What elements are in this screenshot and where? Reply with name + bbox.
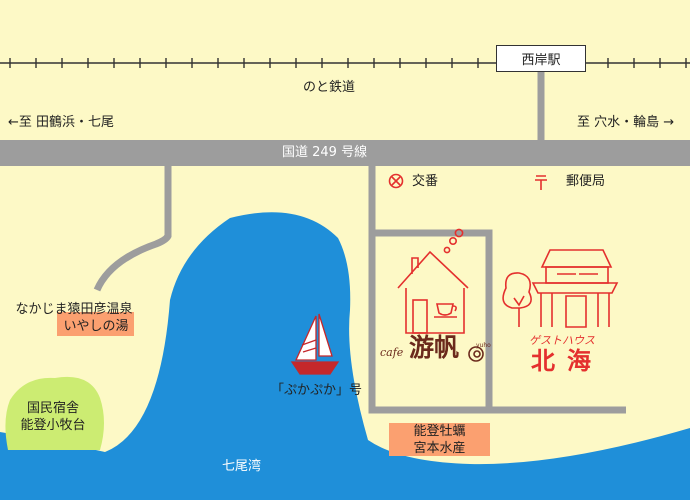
cafe-name: 游帆 xyxy=(409,333,460,362)
oyster-tag[interactable]: 能登牡蠣 宮本水産 xyxy=(389,423,490,456)
bay-water xyxy=(0,212,690,500)
station-name: 西岸駅 xyxy=(521,53,561,68)
oyster-name-line2: 宮本水産 xyxy=(413,440,466,456)
post-office-icon xyxy=(535,175,547,190)
bay-name: 七尾湾 xyxy=(222,459,262,474)
road-west xyxy=(93,165,172,292)
lodge-name-line1: 国民宿舎 xyxy=(26,401,79,416)
police-box-label: 交番 xyxy=(412,174,439,189)
lodge-tag[interactable]: 国民宿舎 能登小牧台 xyxy=(12,397,94,437)
cafe-sub: yuho xyxy=(476,342,491,349)
national-road xyxy=(0,140,690,166)
railway-line xyxy=(0,58,690,68)
station-box[interactable]: 西岸駅 xyxy=(496,45,586,72)
cafe-prefix: cafe xyxy=(380,346,404,359)
road-name: 国道 249 号線 xyxy=(282,145,368,160)
road-block xyxy=(368,165,626,414)
guesthouse-name: 北海 xyxy=(531,347,603,375)
onsen-tag[interactable]: なかじま猿田彦温泉 いやしの湯 xyxy=(15,294,138,342)
onsen-name-line1: なかじま猿田彦温泉 xyxy=(15,302,133,317)
lodge-name-line2: 能登小牧台 xyxy=(20,418,86,433)
onsen-name-line2: いやしの湯 xyxy=(63,319,129,334)
direction-west: ←至 田鶴浜・七尾 xyxy=(8,115,115,130)
oyster-name-line1: 能登牡蠣 xyxy=(413,423,466,439)
post-office-label: 郵便局 xyxy=(566,174,606,189)
cafe-logo-swirl xyxy=(468,346,484,362)
police-box-icon xyxy=(388,173,404,189)
boat-name: 「ぷかぷか」号 xyxy=(271,383,363,398)
guesthouse-label: ゲストハウス xyxy=(529,334,595,347)
lodge-area xyxy=(5,376,104,450)
direction-east: 至 穴水・輪島 → xyxy=(577,115,675,130)
cafe-house-icon xyxy=(397,228,469,334)
railway-name: のと鉄道 xyxy=(303,80,356,95)
guesthouse-icon xyxy=(502,249,619,328)
sailboat-icon xyxy=(290,313,340,375)
